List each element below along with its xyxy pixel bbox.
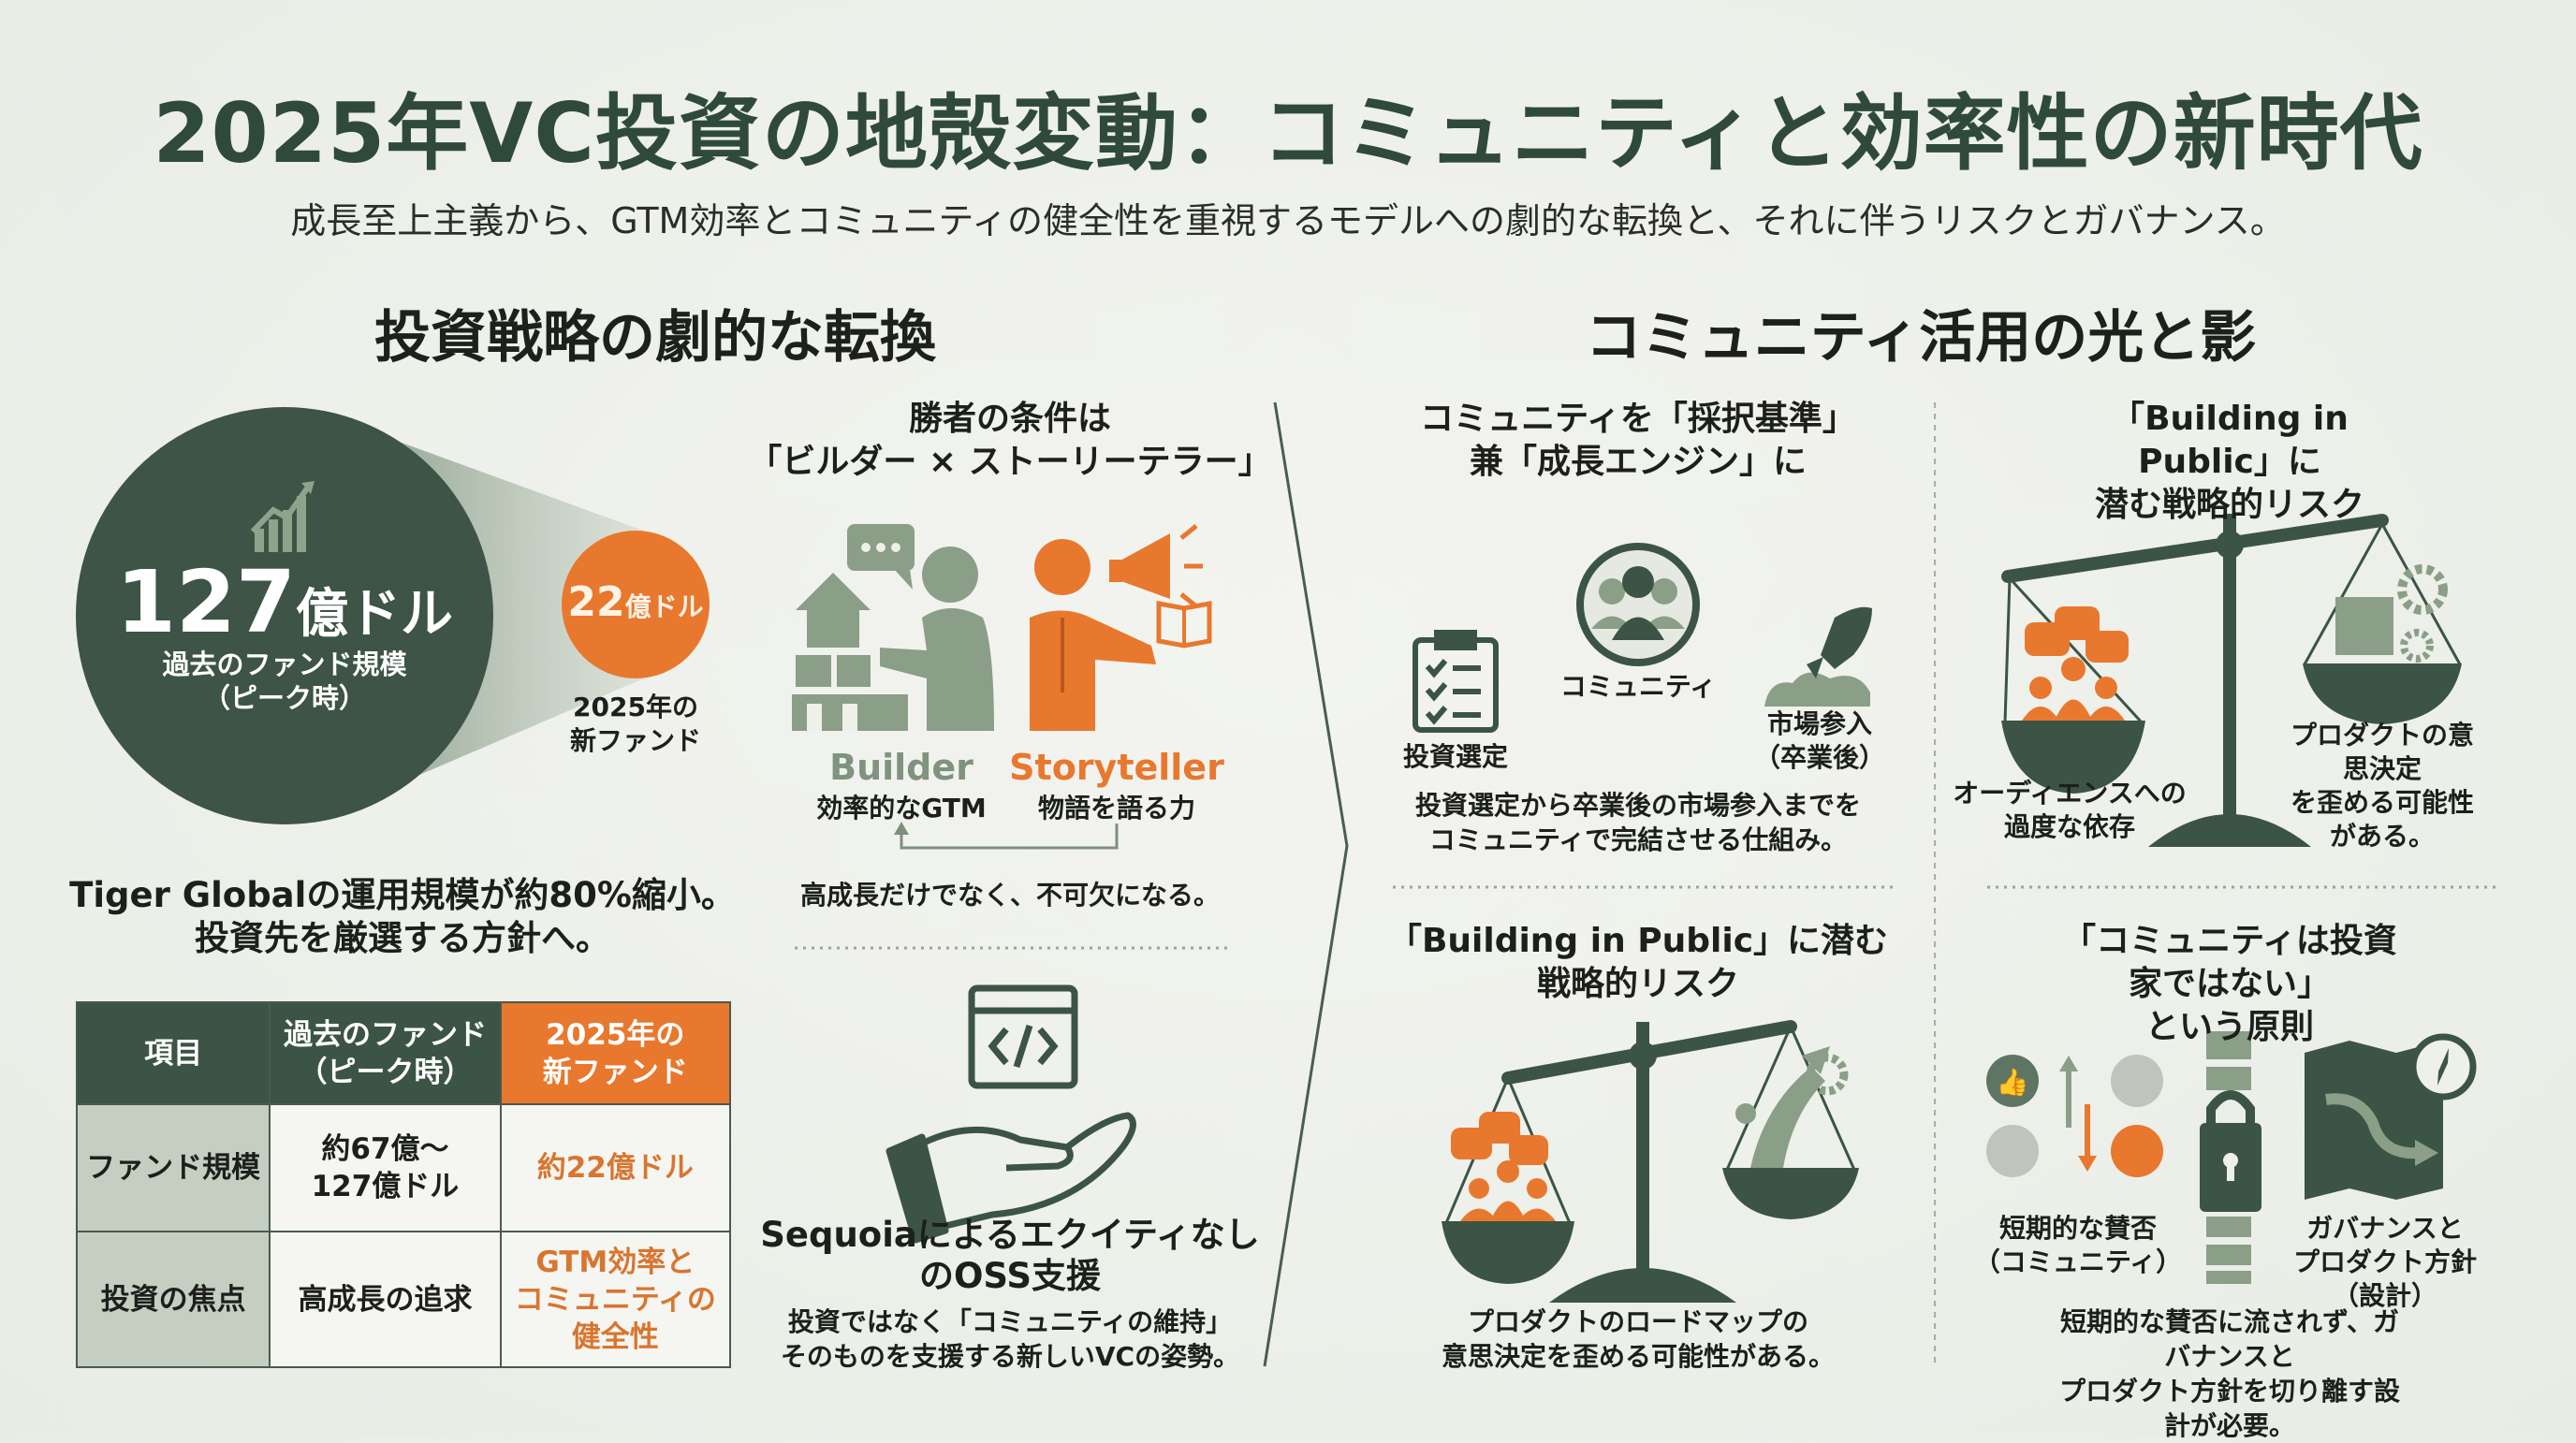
tiger-global-caption: Tiger Globalの運用規模が約80%縮小。 投資先を厳選する方針へ。 [69, 875, 736, 958]
new-fund-circle [562, 531, 710, 678]
table-row: 投資の焦点 高成長の追求 GTM効率と コミュニティの 健全性 [75, 1231, 732, 1368]
past-fund-value: 127 [115, 552, 297, 652]
table-header-cell: 2025年の 新ファンド [499, 1001, 732, 1105]
table-header-cell: 項目 [75, 1001, 271, 1105]
past-fund-label: 過去のファンド規模 （ピーク時） [162, 649, 407, 714]
new-fund-label: 2025年の 新ファンド [569, 692, 702, 756]
hand-icon [886, 1112, 1136, 1244]
audience-dependence-label: オーディエンスへの 過度な依存 [1953, 778, 2187, 842]
audience-icon [2022, 606, 2129, 721]
right-section-heading: コミュニティ活用の光と影 [1585, 305, 2257, 371]
arrow-head-icon [894, 822, 909, 835]
short-term-vote-label: 短期的な賛否 （コミュニティ） [1973, 1213, 2183, 1277]
storyteller-title: Storyteller [1009, 747, 1224, 788]
new-fund-amount: 22億ドル [567, 578, 703, 626]
section-divider [1263, 401, 1349, 1367]
q2-heading: 「Building in Public」に 潜む戦略的リスク [2094, 400, 2364, 524]
svg-text:👍: 👍 [1997, 1067, 2029, 1098]
page-subtitle: 成長至上主義から、GTM効率とコミュニティの健全性を重視するモデルへの劇的な転換… [290, 200, 2286, 241]
past-fund-amount: 127億ドル [116, 552, 453, 652]
community-label: コミュニティ [1559, 671, 1717, 702]
sequoia-heading: Sequoiaによるエクイティなし のOSS支援 [760, 1215, 1260, 1296]
gear-icon [2400, 629, 2434, 663]
q1-heading: コミュニティを「採択基準」 兼「成長エンジン」に [1420, 400, 1856, 481]
gear-icon [1806, 1053, 1849, 1096]
community-icon [1576, 543, 1700, 666]
table-cell: 約22億ドル [499, 1103, 732, 1232]
past-fund-circle [76, 407, 493, 824]
builder-title: Builder [829, 747, 973, 788]
q3-description: プロダクトのロードマップの 意思決定を歪める可能性がある。 [1441, 1306, 1836, 1372]
table-header-row: 項目 過去のファンド （ピーク時） 2025年の 新ファンド [75, 1001, 732, 1105]
thumbs-up-icon [1986, 1055, 2039, 1107]
firewall-icon [2206, 1031, 2251, 1284]
q1-description: 投資選定から卒業後の市場参入までを コミュニティで完結させる仕組み。 [1414, 790, 1862, 855]
map-pin-icon [1735, 1103, 1756, 1124]
page-title: 2025年VC投資の地殻変動：コミュニティと効率性の新時代 [153, 85, 2423, 182]
market-entry-label: 市場参入 （卒業後） [1753, 708, 1886, 773]
road-icon [1750, 1067, 1825, 1168]
left-section-heading: 投資戦略の劇的な転換 [374, 305, 936, 371]
table-cell: 投資の焦点 [75, 1231, 271, 1368]
rocket-icon [1764, 606, 1872, 707]
roadmap-icon [2305, 1033, 2477, 1200]
code-window-icon [968, 984, 1078, 1089]
clipboard-icon [1412, 630, 1499, 733]
new-fund-value: 22 [567, 578, 625, 626]
product-distortion-label: プロダクトの意思決定 を歪める可能性がある。 [2290, 720, 2474, 852]
balance-scale-icon [2001, 514, 2462, 847]
table-cell: ファンド規模 [75, 1103, 271, 1232]
past-fund-unit: 億ドル [296, 584, 454, 645]
lock-icon [2200, 1090, 2261, 1212]
table-cell: 高成長の追求 [269, 1231, 502, 1368]
q3-heading: 「Building in Public」に潜む 戦略的リスク [1387, 922, 1889, 1003]
winner-heading: 勝者の条件は 「ビルダー × ストーリーテラー」 [748, 400, 1272, 481]
growth-chart-icon [250, 481, 315, 552]
product-box-icon [2335, 597, 2393, 655]
thumbs-down-icon [1986, 1125, 2039, 1177]
table-header-cell: 過去のファンド （ピーク時） [269, 1001, 502, 1105]
gear-icon [2397, 564, 2448, 615]
storyteller-subtitle: 物語を語る力 [1037, 793, 1196, 824]
new-fund-unit: 億ドル [624, 591, 704, 622]
q4-heading: 「コミュニティは投資家ではない」 という原則 [2062, 922, 2397, 1046]
storyteller-icon [1030, 524, 1212, 731]
fund-comparison-table: 項目 過去のファンド （ピーク時） 2025年の 新ファンド ファンド規模 約6… [75, 1001, 732, 1368]
builder-subtitle: 効率的なGTM [816, 793, 987, 824]
table-cell: GTM効率と コミュニティの 健全性 [499, 1231, 732, 1368]
audience-icon [1451, 1112, 1556, 1221]
winner-caption: 高成長だけでなく、不可欠になる。 [799, 880, 1221, 911]
thumbs-down-icon [2111, 1125, 2163, 1177]
q4-description: 短期的な賛否に流されず、ガバナンスと プロダクト方針を切り離す設計が必要。 [2058, 1306, 2400, 1441]
vote-thumbs-icon: 👍 [1986, 1055, 2163, 1177]
thumbs-up-icon [2111, 1055, 2163, 1107]
balance-scale-icon [1442, 1020, 1859, 1303]
selection-label: 投資選定 [1402, 741, 1509, 772]
governance-label: ガバナンスと プロダクト方針（設計） [2292, 1213, 2477, 1311]
sequoia-description: 投資ではなく「コミュニティの維持」 そのものを支援する新しいVCの姿勢。 [780, 1306, 1240, 1372]
table-cell: 約67億～ 127億ドル [269, 1103, 502, 1232]
builder-icon [792, 524, 994, 731]
feedback-arrow [900, 824, 1119, 850]
table-row: ファンド規模 約67億～ 127億ドル 約22億ドル [75, 1103, 732, 1232]
